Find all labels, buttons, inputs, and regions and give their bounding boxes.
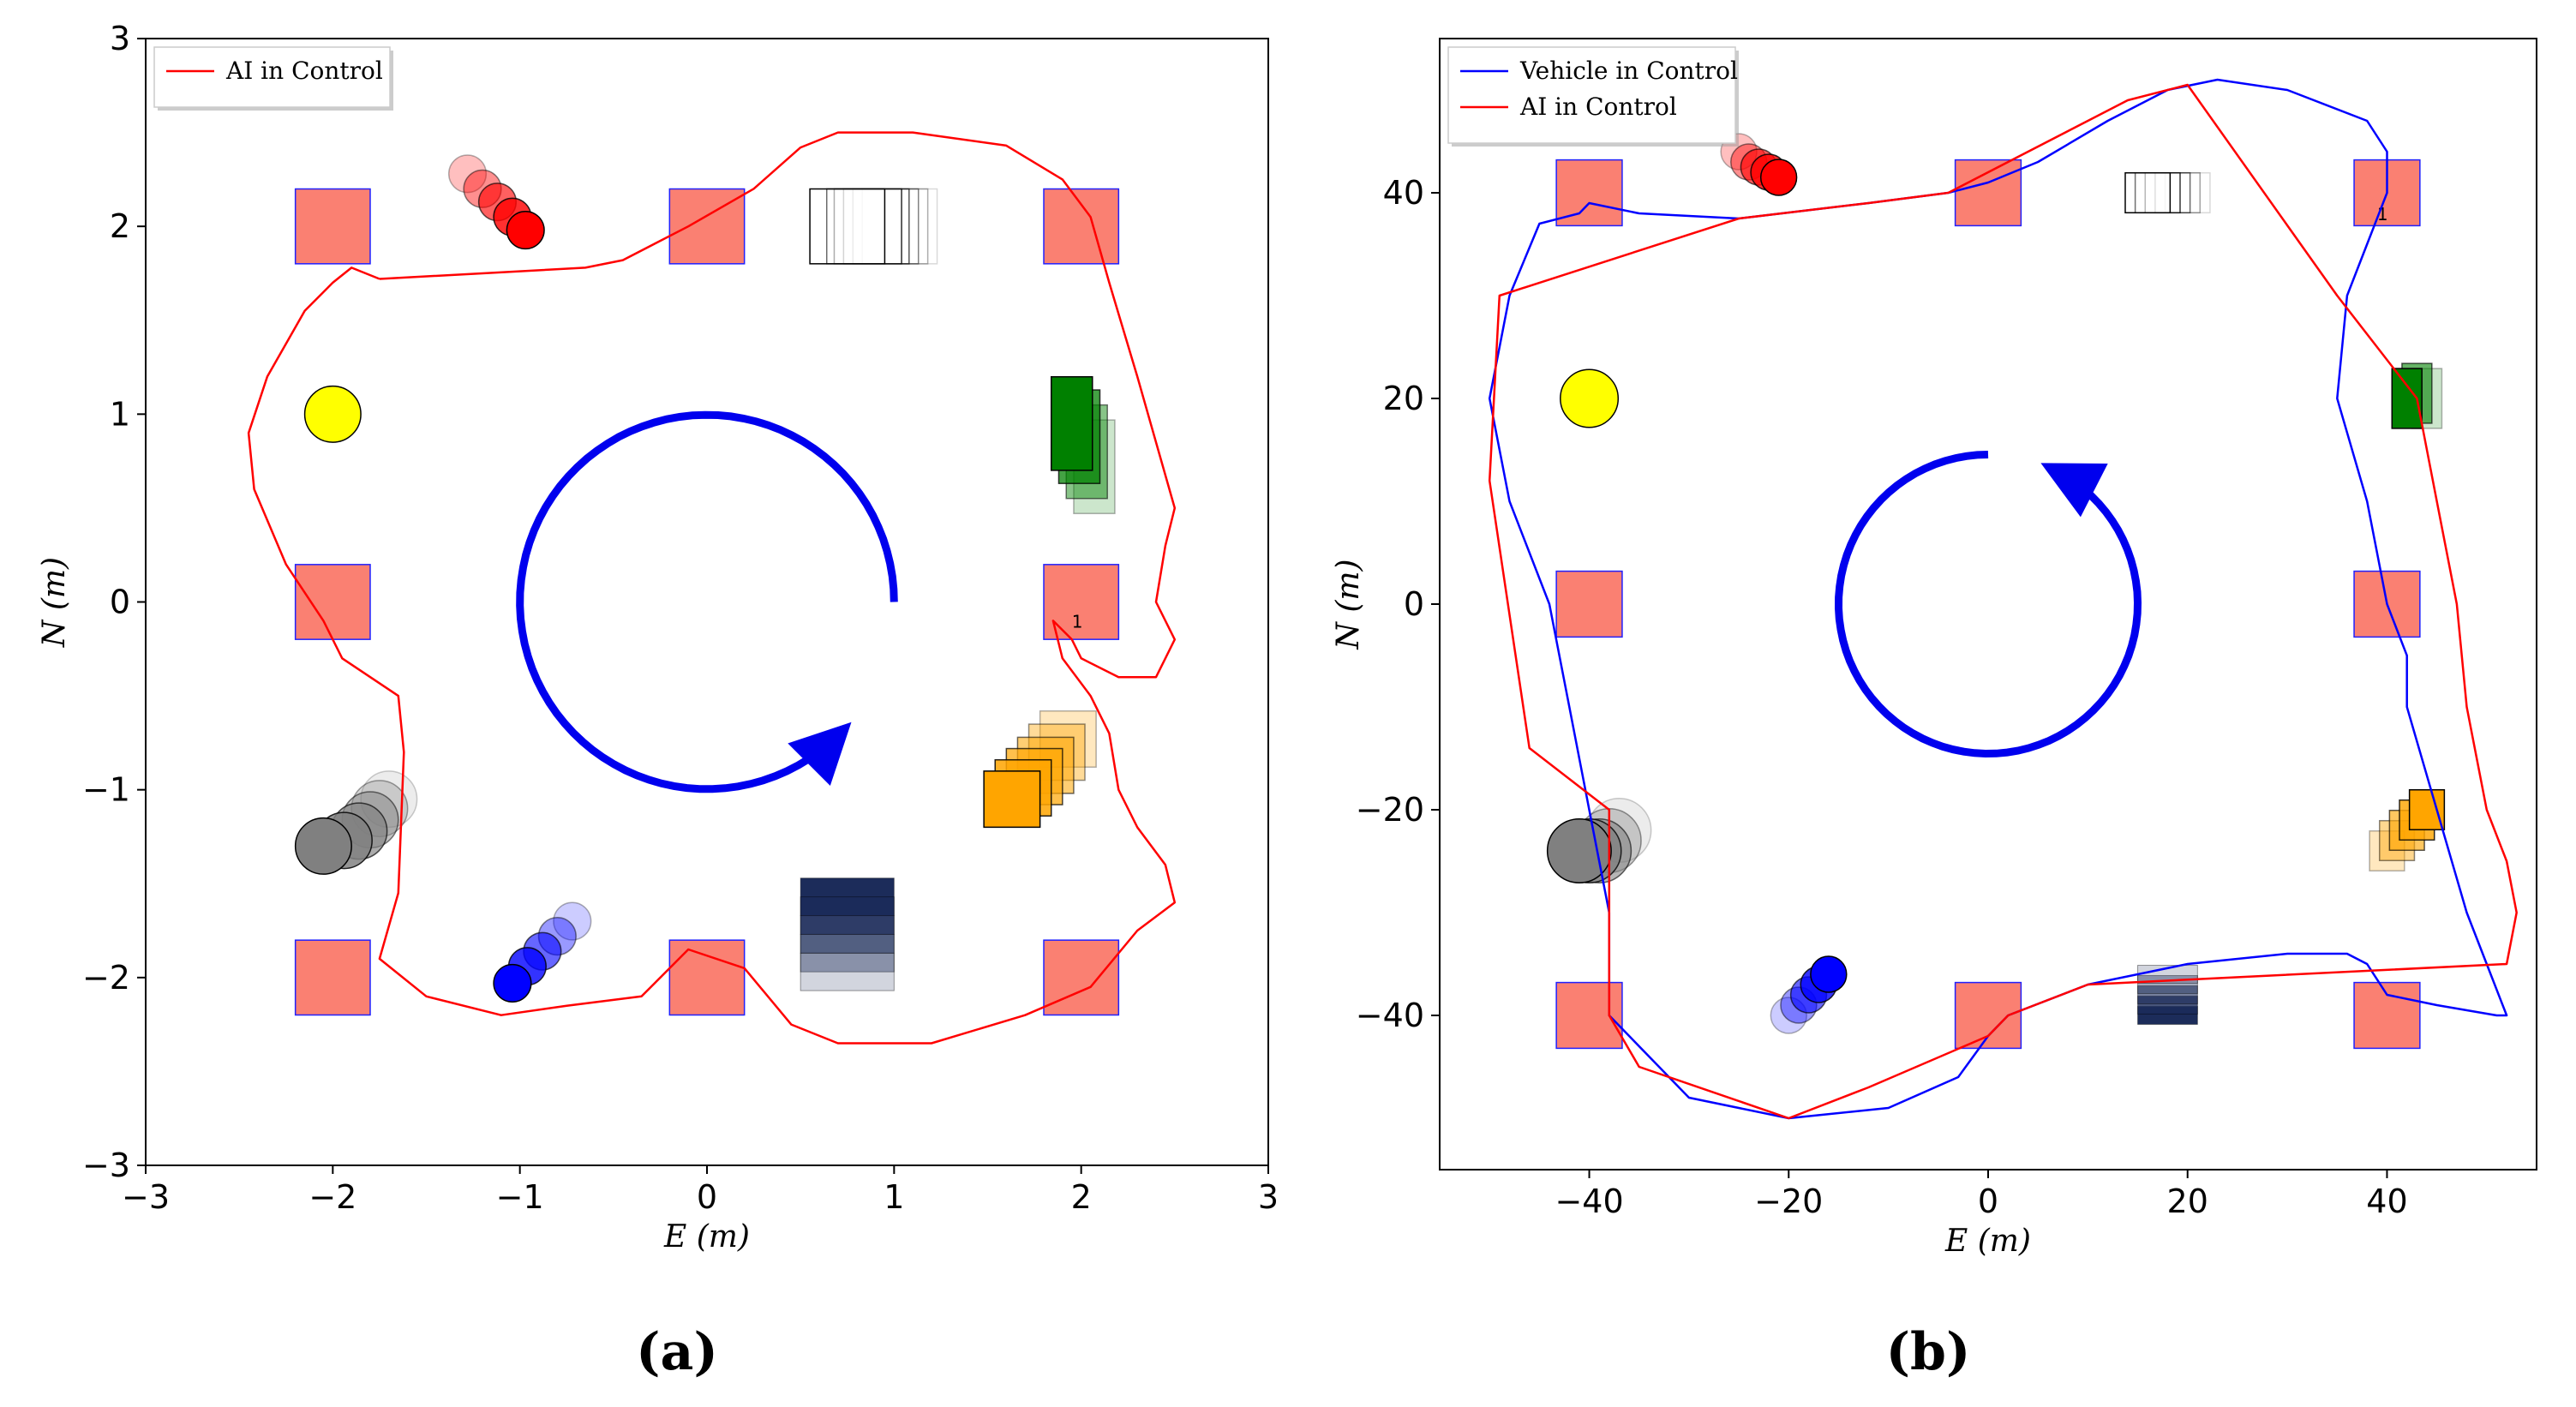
obstacle-square [1555,570,1623,638]
red-circle-marker [447,154,488,194]
navy-band-marker [800,952,895,991]
panel-a: −3 −2 −1 0 1 2 3 −3 −2 −1 0 1 2 3 E (m) N (m) (a) 1 AI in … [37,20,1279,1382]
y-tick-label: 40 [1383,174,1424,212]
white-square-marker [2144,171,2191,214]
y-tick-label: 2 [110,207,130,245]
white-square-marker [809,188,886,265]
x-tick-label: −40 [1555,1182,1623,1220]
panel-label: (b) [1886,1322,1971,1382]
orange-square-marker [983,770,1041,829]
obstacle-square [1043,188,1120,265]
obstacle-square [1043,939,1120,1016]
y-tick-label: −2 [82,959,130,997]
obstacle-square [1555,159,1623,227]
orange-square-marker [2408,788,2446,831]
navy-band-marker [800,915,895,954]
trajectory-ai-line [247,131,1177,1045]
obstacle-square [1954,981,2022,1050]
x-tick-label: −20 [1754,1182,1823,1220]
y-tick-label: −1 [82,771,130,809]
blue-circle-marker [493,963,532,1003]
yellow-circle-marker [1560,368,1620,428]
obstacle-square [1954,159,2022,227]
y-axis-label: N (m) [37,557,72,648]
x-tick-label: −1 [496,1178,544,1216]
obstacle-square [294,564,371,640]
direction-arrowhead [2040,463,2108,518]
white-square-marker [2164,171,2211,214]
x-tick-label: 40 [2366,1182,2407,1220]
obstacle-square [294,939,371,1016]
yellow-circle-marker [303,385,362,443]
direction-circle [1834,451,2142,758]
y-tick-label: 3 [110,20,130,57]
white-square-marker [842,188,920,265]
y-tick-label: 1 [110,395,130,433]
x-tick-label: 2 [1071,1178,1092,1216]
white-square-marker [2134,171,2181,214]
white-square-marker [2124,171,2172,214]
trajectory-ai-line [1488,83,2518,1120]
red-circle-marker [1759,159,1798,196]
obstacle-square [2353,981,2421,1050]
green-rect-marker [1050,375,1093,471]
direction-circle [516,410,898,793]
y-tick-label: 0 [1404,585,1424,623]
x-tick-label: −2 [309,1178,356,1216]
navy-band-marker [2137,985,2198,1004]
x-tick-label: 0 [697,1178,717,1216]
y-tick-label: 20 [1383,380,1424,417]
red-circle-marker [506,210,545,250]
blue-circle-marker [553,901,592,941]
x-tick-label: 0 [1978,1182,1998,1220]
panel-label: (a) [636,1322,718,1382]
legend-entry: Vehicle in Control [1519,57,1738,85]
legend-box [1447,46,1736,144]
x-tick-label: 1 [884,1178,904,1216]
legend-entry: AI in Control [225,57,383,85]
y-tick-label: 0 [110,584,130,621]
x-axis-label: E (m) [663,1219,750,1254]
navy-band-marker [800,934,895,973]
x-tick-label: −3 [122,1178,170,1216]
gray-circle-marker [294,817,352,875]
direction-arrowhead [788,721,852,786]
blue-circle-marker [1810,955,1848,993]
obstacle-square [668,939,746,1016]
obstacle-square [294,188,371,265]
gray-circle-marker [1546,818,1612,883]
white-square-marker [833,188,910,265]
x-axis-label: E (m) [1944,1224,2031,1259]
legend-box [153,46,391,108]
y-tick-label: −3 [82,1147,130,1184]
y-tick-label: −40 [1356,997,1424,1034]
x-tick-label: 20 [2167,1182,2208,1220]
trajectory-vehicle-line [1488,78,2508,1120]
obstacle-square [1043,564,1120,640]
obstacle-label: 1 [1072,611,1083,632]
legend-entry: AI in Control [1519,93,1677,121]
y-tick-label: −20 [1356,791,1424,829]
x-tick-label: 3 [1258,1178,1279,1216]
obstacle-square [1555,981,1623,1050]
y-axis-label: N (m) [1331,559,1366,650]
